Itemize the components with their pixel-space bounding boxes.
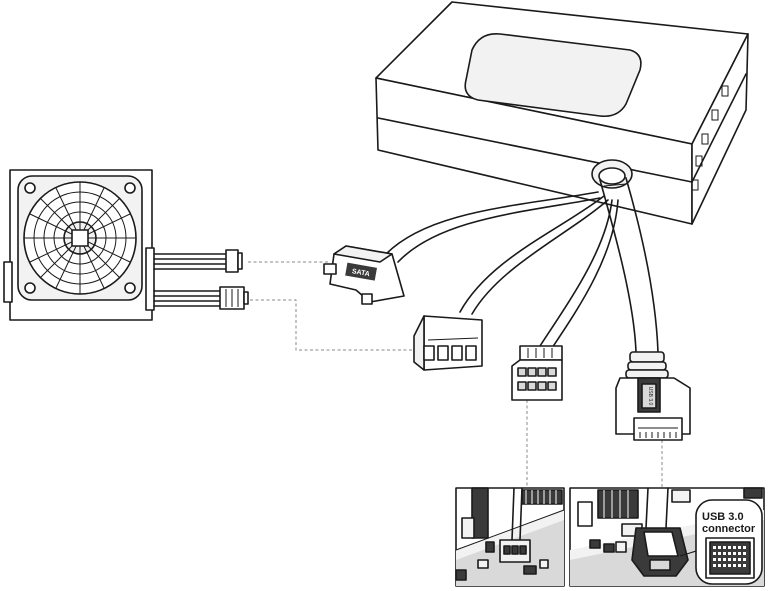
- psu-sata-cable: [153, 249, 243, 273]
- fan-header-cable: [539, 199, 619, 349]
- hub-cable-grommet: [591, 159, 633, 189]
- usb3-header-plug: USB 3.0: [615, 351, 691, 441]
- connection-leaders: [248, 261, 663, 488]
- callout-line-1: USB 3.0: [702, 511, 744, 523]
- motherboard-usb3-inset: USB 3.0 connector: [569, 487, 765, 587]
- usb3-plug-label: USB 3.0: [647, 387, 653, 406]
- psu-icon: [3, 169, 155, 321]
- sata-power-plug: SATA: [323, 245, 405, 305]
- sata-plug-label: SATA: [351, 268, 370, 278]
- sata-cable: [385, 191, 601, 263]
- psu-molex-cable: [153, 286, 249, 310]
- hub-box-icon: [375, 1, 749, 225]
- callout-line-2: connector: [702, 523, 756, 535]
- molex-plug: [413, 315, 483, 371]
- motherboard-fan-header-inset: [455, 487, 565, 587]
- molex-cable: [459, 195, 609, 315]
- fan-header-plug: [511, 345, 563, 401]
- usb3-cable: [599, 177, 659, 353]
